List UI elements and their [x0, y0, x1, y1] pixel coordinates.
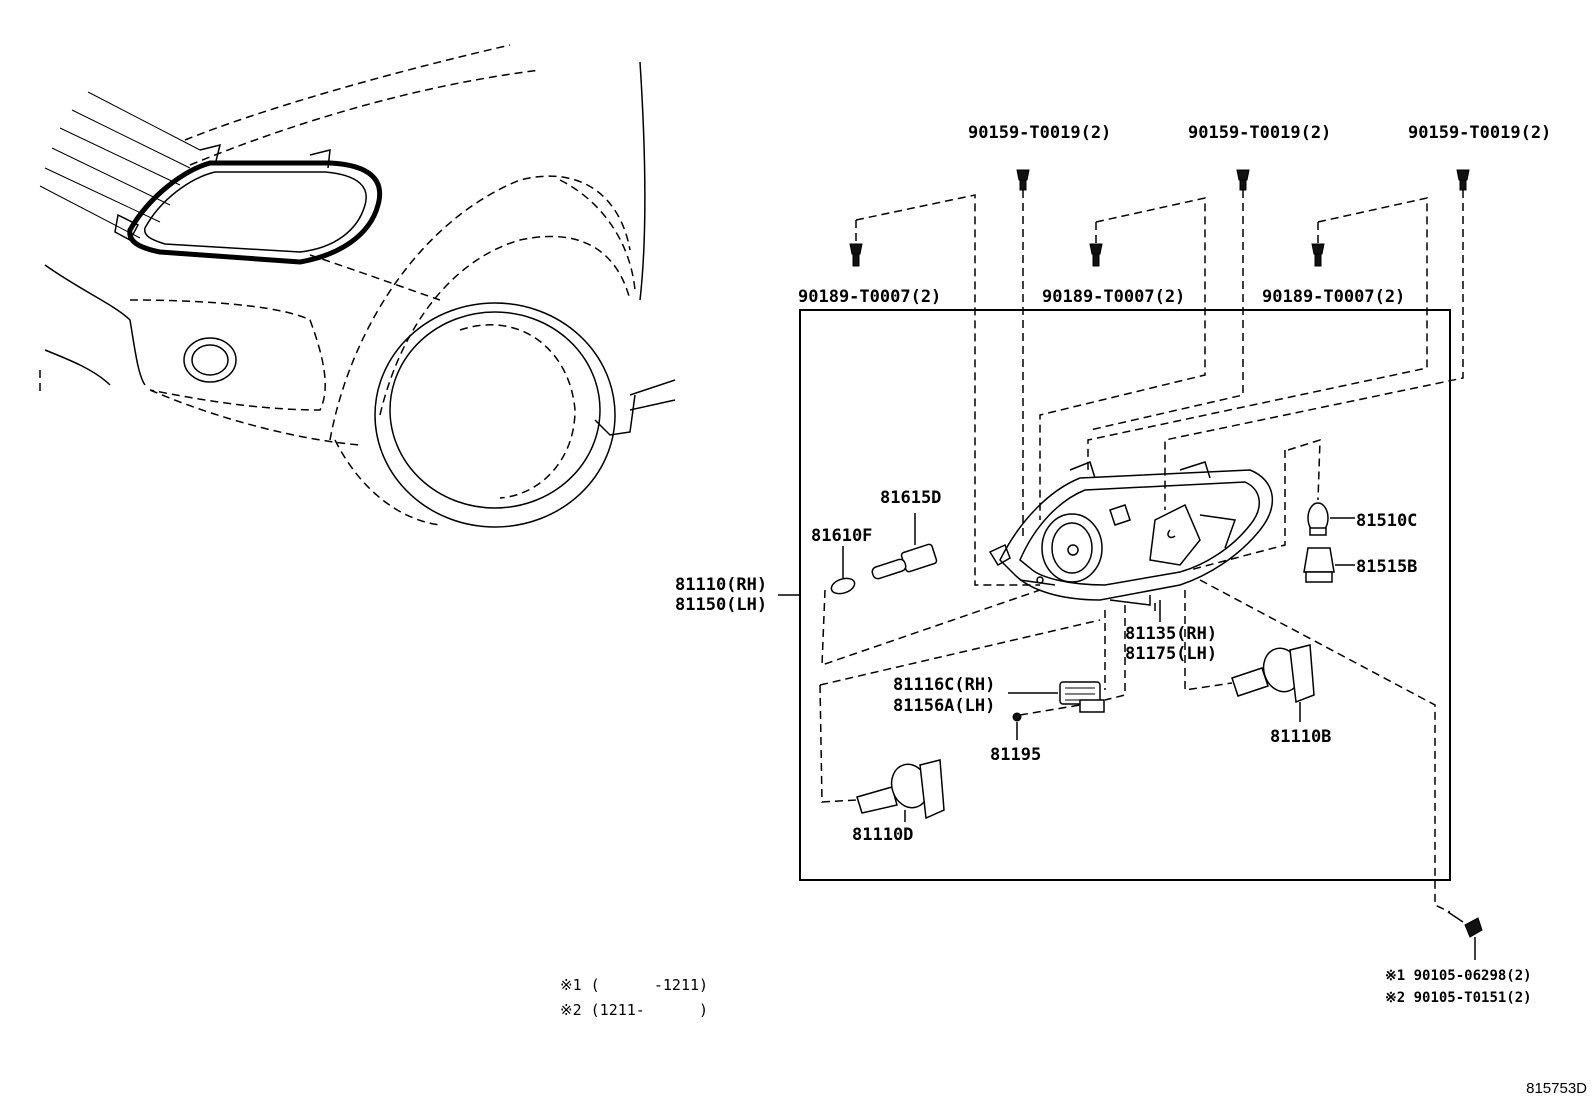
socket-81515B-icon: [1189, 438, 1355, 583]
bulb-81110D-icon: [819, 619, 1101, 822]
label-81110B: 81110B: [1270, 727, 1331, 747]
vehicle-overview: [39, 44, 676, 528]
clip-icon-c: [1087, 197, 1428, 475]
label-81515B: 81515B: [1356, 557, 1417, 577]
label-90159-b: 90159-T0019(2): [1188, 123, 1331, 143]
screw-90105-icon: [1199, 579, 1483, 960]
label-81615D: 81615D: [880, 488, 941, 508]
bulb-81610F-icon: [821, 546, 1041, 667]
screw-icon-a: [1016, 169, 1030, 540]
label-90105-1: ※1 90105-06298(2): [1385, 968, 1532, 984]
label-81175LH: 81175(LH): [1125, 644, 1217, 664]
label-90159-c: 90159-T0019(2): [1408, 123, 1551, 143]
connector-81116C-icon: [1008, 605, 1126, 716]
label-81110D: 81110D: [852, 825, 913, 845]
bulb-81110B-icon: [1154, 590, 1315, 722]
label-90189-c: 90189-T0007(2): [1262, 287, 1405, 307]
label-81510C: 81510C: [1356, 511, 1417, 531]
diagram-code: 815753D: [1526, 1080, 1587, 1097]
clip-icon-a: [849, 194, 1040, 586]
clip-icon-b: [1039, 197, 1206, 520]
label-81116CRH: 81116C(RH): [893, 675, 995, 695]
label-90189-b: 90189-T0007(2): [1042, 287, 1185, 307]
screw-icon-b: [1089, 169, 1250, 431]
label-81156ALH: 81156A(LH): [893, 696, 995, 716]
label-81195: 81195: [990, 745, 1041, 765]
label-90105-2: ※2 90105-T0151(2): [1385, 990, 1532, 1006]
label-90159-a: 90159-T0019(2): [968, 123, 1111, 143]
label-81110RH: 81110(RH): [675, 575, 767, 595]
label-90189-a: 90189-T0007(2): [798, 287, 941, 307]
note-2: ※2 (1211- ): [560, 1001, 708, 1019]
bulb-81510C-icon: [1307, 502, 1355, 536]
headlamp-assembly: [988, 461, 1274, 606]
label-81150LH: 81150(LH): [675, 595, 767, 615]
bolt-81195-icon: [1012, 712, 1022, 740]
note-1: ※1 ( -1211): [560, 976, 708, 994]
screw-icon-c: [1164, 169, 1470, 510]
bulb-socket-81615D-icon: [871, 513, 938, 580]
label-81610F: 81610F: [811, 526, 872, 546]
label-81135RH: 81135(RH): [1125, 624, 1217, 644]
